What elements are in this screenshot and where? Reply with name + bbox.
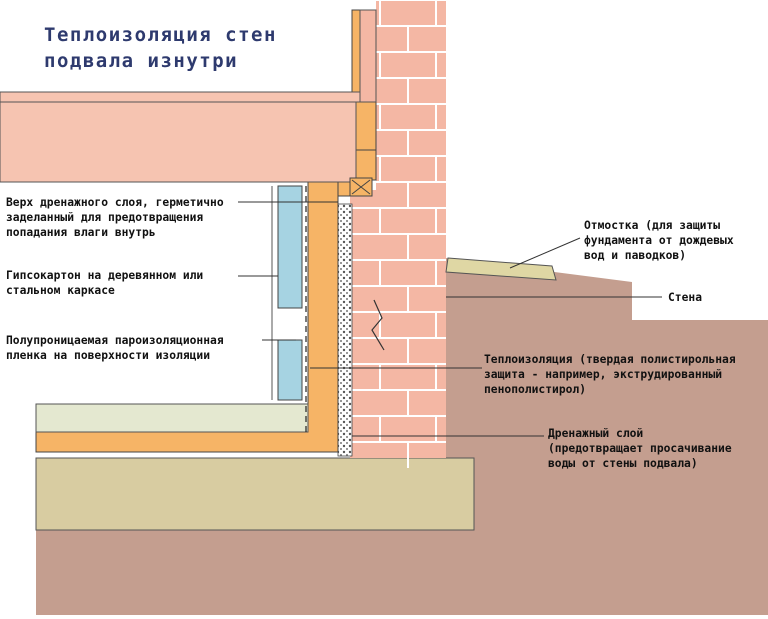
drainage-layer: [337, 203, 353, 457]
soil-outside: [446, 258, 768, 615]
floor-finish: [35, 403, 309, 433]
label-insulation: Теплоизоляция (твердая полистирольная за…: [484, 353, 736, 396]
subfloor: [0, 91, 363, 103]
rim-insulation-2: [355, 101, 377, 151]
diagram-title-line2: подвала изнутри: [44, 50, 239, 72]
diagram-title-line1: Теплоизоляция стен: [44, 24, 277, 46]
label-blind-area: Отмостка (для защиты фундамента от дожде…: [584, 219, 734, 262]
drywall-upper: [277, 185, 303, 309]
concrete-slab: [35, 457, 475, 531]
label-drainage: Дренажный слой (предотвращает просачиван…: [548, 427, 732, 470]
label-drywall: Гипсокартон на деревянном или стальном к…: [6, 269, 204, 297]
blind-area: [445, 257, 557, 281]
break-symbol: [371, 299, 385, 351]
label-drain-top: Верх дренажного слоя, герметично заделан…: [6, 196, 224, 239]
upper-wall: [359, 9, 377, 103]
seal-cross: [349, 177, 373, 197]
leader-lines: [238, 201, 662, 437]
label-wall: Стена: [668, 291, 703, 304]
drywall-lower: [277, 339, 303, 401]
floor-beam: [0, 101, 357, 183]
label-vapor-film: Полупроницаемая пароизоляционная пленка …: [6, 334, 224, 362]
